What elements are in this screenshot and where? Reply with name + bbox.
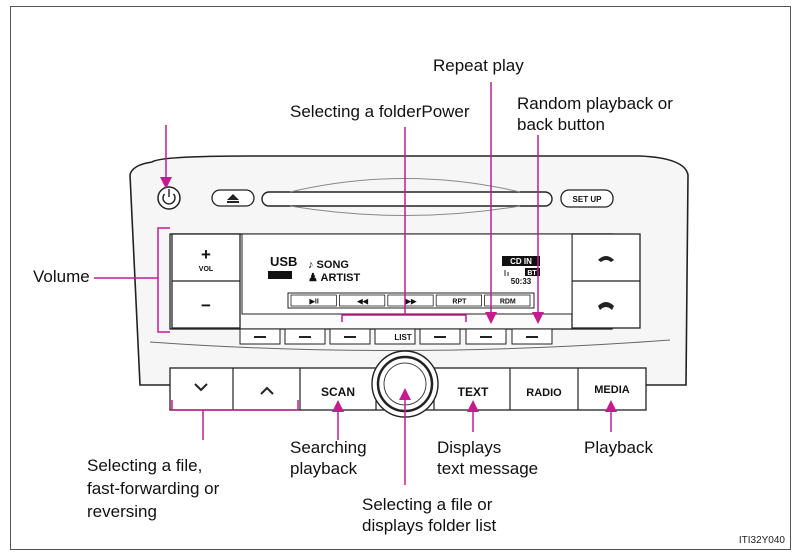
power-button[interactable] [157, 186, 181, 210]
label-selecting-file-list: Selecting a file or displays folder list [362, 495, 497, 535]
scan-button[interactable]: SCAN [321, 385, 355, 399]
down-button[interactable] [194, 383, 208, 392]
display-time: 50:33 [511, 277, 532, 286]
volume-down-label: − [201, 296, 211, 315]
setup-button-label: SET UP [573, 195, 603, 204]
label-displays-text: Displays text message [437, 438, 539, 478]
figure-code: ITI32Y040 [738, 535, 785, 546]
diagram-frame [10, 6, 791, 550]
display-key [435, 294, 483, 307]
display-key-label: RDM [500, 299, 516, 306]
display-source: USB [270, 254, 297, 269]
volume-up-label: + [201, 245, 211, 264]
phone-hangup-icon [598, 302, 614, 310]
media-button[interactable]: MEDIA [594, 384, 630, 396]
label-random-playback: Random playback or back button [517, 94, 673, 134]
lcd-display: USB ♪ SONG ♟ ARTIST CD IN BT 50:33 ▶II ◀◀… [241, 233, 573, 315]
chevron-down-icon [194, 383, 208, 392]
label-selecting-file: Selecting a file, fast-forwarding or rev… [87, 456, 220, 521]
volume-rocker[interactable]: + VOL − [171, 233, 241, 329]
label-playback: Playback [584, 438, 653, 457]
preset-button[interactable] [374, 328, 416, 345]
volume-label: VOL [199, 266, 214, 273]
power-icon [162, 193, 176, 205]
display-key [338, 294, 386, 307]
setup-button[interactable]: SET UP [560, 189, 614, 208]
up-button[interactable] [260, 386, 274, 395]
eject-icon [227, 194, 239, 200]
display-artist: ♟ ARTIST [308, 272, 361, 284]
text-button[interactable]: TEXT [458, 385, 489, 399]
list-label: LIST [394, 333, 411, 342]
display-cd-in-badge: CD IN [510, 257, 532, 266]
chevron-up-icon [260, 386, 274, 395]
display-key-label: RPT [452, 299, 467, 306]
display-bt-badge: BT [527, 270, 537, 277]
label-volume: Volume [33, 267, 90, 286]
phone-buttons[interactable] [571, 233, 641, 329]
eject-button[interactable] [211, 189, 255, 207]
radio-button[interactable]: RADIO [526, 387, 562, 399]
display-key [290, 294, 337, 307]
tune-select-knob[interactable] [371, 350, 439, 418]
label-searching-playback: Searching playback [290, 438, 367, 478]
display-key [484, 294, 531, 307]
display-key-label: ▶II [309, 299, 319, 306]
display-key-label: ◀◀ [356, 299, 368, 306]
cd-slot [261, 191, 553, 207]
display-key-label: ▶▶ [405, 299, 417, 306]
display-song: ♪ SONG [308, 259, 349, 271]
label-selecting-folder-power: Selecting a folderPower [290, 102, 470, 121]
label-repeat-play: Repeat play [433, 56, 524, 75]
display-key [387, 294, 434, 307]
phone-pickup-icon [598, 256, 614, 262]
preset-button-row [239, 328, 553, 345]
